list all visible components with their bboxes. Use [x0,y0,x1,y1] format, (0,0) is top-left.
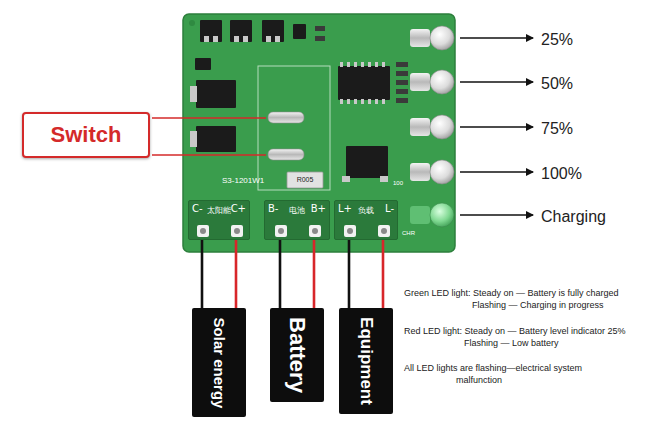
wire-tag: Equipment [339,308,393,414]
level-label: 100% [541,163,582,185]
terminal-label: C- [192,203,203,214]
terminal-block: C- C+太阳能 [188,200,250,240]
solder-pad [344,225,356,237]
solder-pad [197,225,209,237]
solder-pad [231,225,243,237]
level-label: 50% [541,73,573,95]
wire [279,240,282,308]
level-label: 75% [541,118,573,140]
terminal-label: 负载 [358,205,374,216]
wire-tag: Battery [270,308,324,402]
wire [235,240,238,308]
callout-box: Switch [22,112,150,158]
solder-pad [378,225,390,237]
terminal-label: L+ [338,203,352,214]
board-marking: S3-1201W1 [222,176,264,187]
wire [348,240,351,308]
terminal-label: 太阳能 [207,205,231,216]
node-text: Switch [51,122,122,148]
wire [313,240,316,308]
terminal-block: B- B+ 电池 [264,200,330,240]
node-text: Battery [284,317,310,393]
wire-tag: Solar energy [192,308,246,417]
terminal-label: B- [268,203,278,214]
node-text: Solar energy [211,317,228,408]
wire [201,240,204,308]
terminal-label: L- [385,203,394,214]
terminal-block: L+ L- 负载 [334,200,398,240]
terminal-label: C+ [231,203,246,214]
board-marking: CHR [402,229,415,237]
board-marking: 100 [393,179,403,187]
resistor-code: R005 [287,175,323,184]
terminal-label: B+ [311,203,326,214]
level-label: Charging [541,206,606,228]
level-label: 25% [541,29,573,51]
wire [382,240,385,308]
solder-pad [275,225,287,237]
note-text: All LED lights are flashing—electrical s… [404,362,622,386]
note-text: Red LED light: Steady on — Battery level… [404,325,640,349]
note-text: Green LED light: Steady on — Battery is … [404,287,640,311]
terminal-label: 电池 [289,205,305,216]
node-text: Equipment [356,317,376,405]
solder-pad [309,225,321,237]
